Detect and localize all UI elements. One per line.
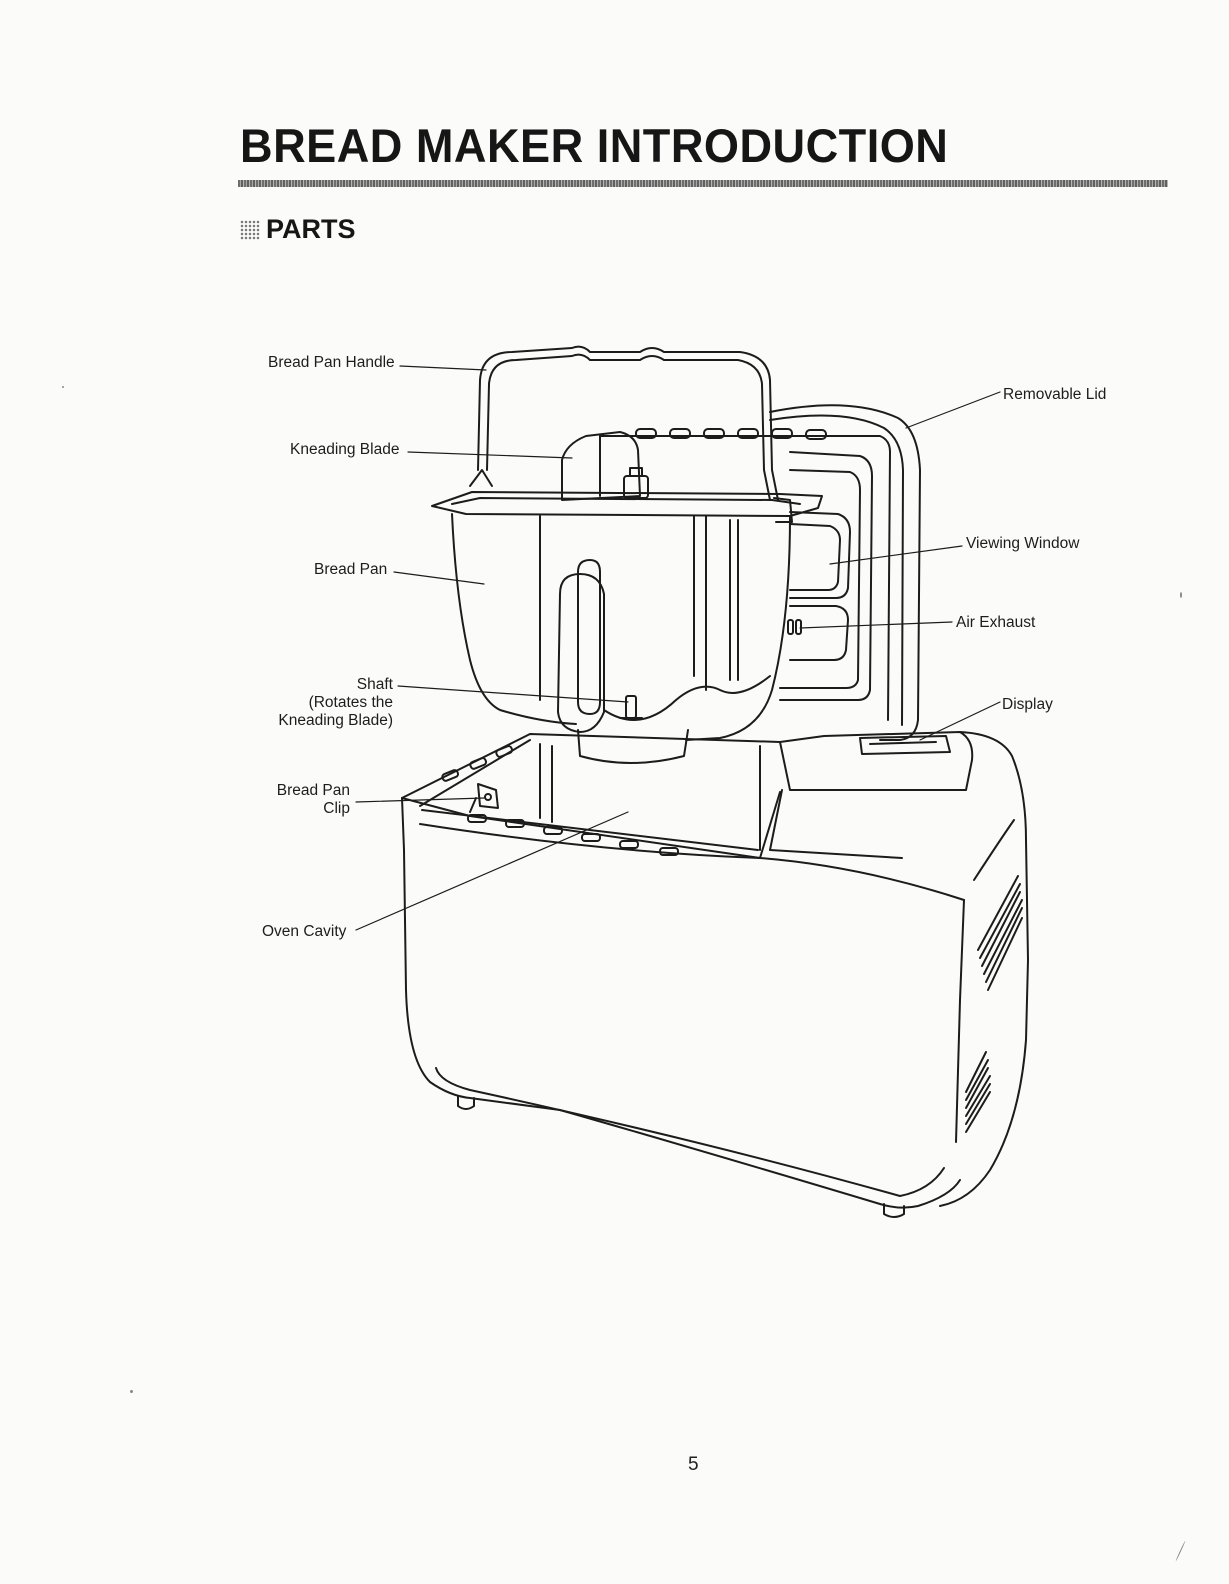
label-bread-pan: Bread Pan xyxy=(314,561,387,579)
scan-speck xyxy=(1180,592,1182,598)
label-shaft: Shaft (Rotates the Kneading Blade) xyxy=(278,676,393,730)
scan-speck xyxy=(62,386,64,388)
scan-speck xyxy=(130,1390,133,1393)
bread-pan-drawing xyxy=(432,432,822,763)
page-number: 5 xyxy=(688,1454,699,1476)
label-removable-lid: Removable Lid xyxy=(1003,386,1106,404)
label-viewing-window: Viewing Window xyxy=(966,535,1079,553)
label-oven-cavity: Oven Cavity xyxy=(262,923,346,941)
label-air-exhaust: Air Exhaust xyxy=(956,614,1035,632)
label-display: Display xyxy=(1002,696,1053,714)
label-kneading-blade: Kneading Blade xyxy=(290,441,399,459)
label-bread-pan-handle: Bread Pan Handle xyxy=(268,354,395,372)
removable-lid-drawing xyxy=(600,405,920,740)
label-bread-pan-clip: Bread Pan Clip xyxy=(277,782,350,818)
base-unit-drawing xyxy=(402,732,1028,1217)
